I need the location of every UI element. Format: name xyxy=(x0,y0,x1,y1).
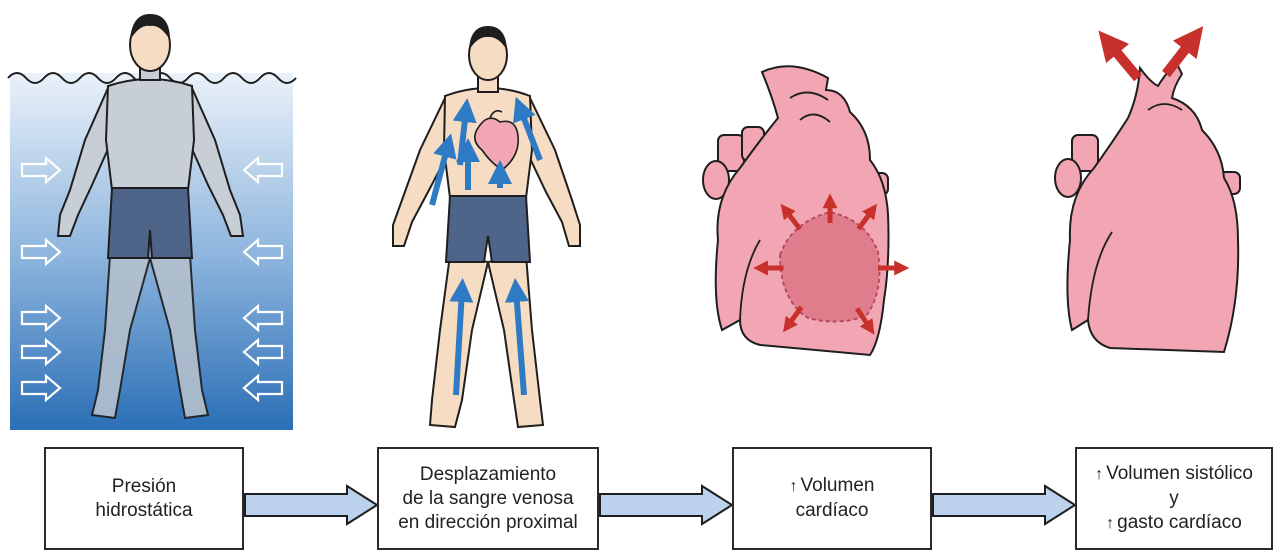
flow-box-4-text-3: gasto cardíaco xyxy=(1117,512,1242,533)
flow-box-2-line-1: Desplazamiento xyxy=(420,463,556,487)
flow-box-3-line-2: cardíaco xyxy=(796,499,869,523)
flow-box-3-line-1: ↑Volumen xyxy=(790,474,875,499)
heart-icon xyxy=(1055,62,1240,352)
flow-box-stroke-volume-output: ↑Volumen sistólico y ↑gasto cardíaco xyxy=(1075,447,1273,550)
block-arrow-icon xyxy=(245,486,377,524)
flow-box-2-line-2: de la sangre venosa xyxy=(402,487,573,511)
flow-box-hydrostatic-pressure: Presión hidrostática xyxy=(44,447,244,550)
ejection-arrow-icon xyxy=(1108,42,1138,78)
increase-arrow-icon: ↑ xyxy=(790,478,798,495)
flow-box-cardiac-volume: ↑Volumen cardíaco xyxy=(732,447,932,550)
panel-venous-shift xyxy=(393,26,580,427)
panel-cardiac-volume xyxy=(703,66,902,355)
flow-box-venous-displacement: Desplazamiento de la sangre venosa en di… xyxy=(377,447,599,550)
flow-box-4-line-2: y xyxy=(1169,487,1179,511)
increase-arrow-icon: ↑ xyxy=(1095,466,1103,483)
block-arrow-icon xyxy=(933,486,1075,524)
flow-box-1-line-2: hidrostática xyxy=(95,499,192,523)
increase-arrow-icon: ↑ xyxy=(1106,515,1114,532)
flow-box-4-line-3: ↑gasto cardíaco xyxy=(1106,511,1242,536)
flow-box-4-line-1: ↑Volumen sistólico xyxy=(1095,462,1253,487)
flow-box-2-line-3: en dirección proximal xyxy=(398,511,578,535)
flow-box-1-line-1: Presión xyxy=(112,475,176,499)
panel-output xyxy=(1055,38,1240,352)
block-arrow-icon xyxy=(600,486,732,524)
flow-box-3-text-1: Volumen xyxy=(801,475,875,496)
flow-box-4-text-1: Volumen sistólico xyxy=(1106,463,1253,484)
person-icon xyxy=(393,26,580,427)
flow-connector-group xyxy=(245,486,1075,524)
panel-immersion xyxy=(8,14,296,430)
